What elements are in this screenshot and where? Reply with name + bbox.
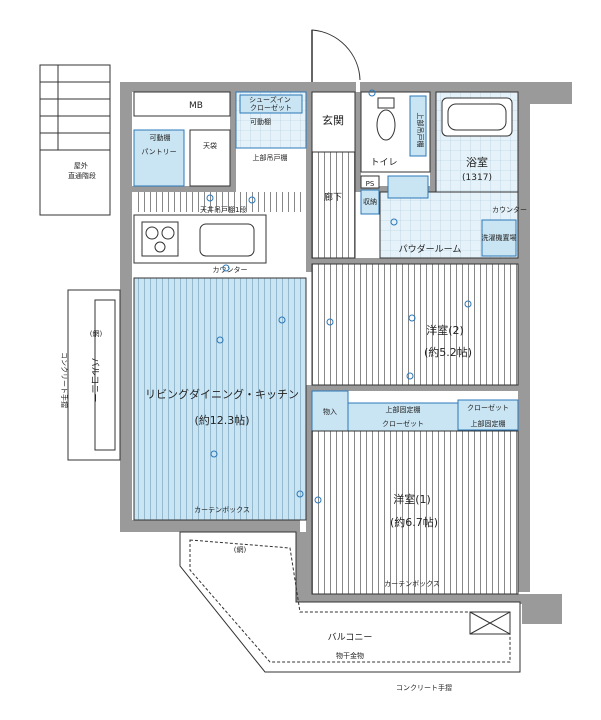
meter-box	[133, 91, 231, 117]
downlight-icon	[206, 89, 472, 504]
svg-text:物入: 物入	[323, 407, 337, 416]
powder-room-label: パウダールーム	[399, 243, 462, 255]
toilet-room: トイレ 上部吊戸棚	[360, 91, 431, 173]
hallway-label: 廊下	[324, 191, 342, 203]
svg-text:収納: 収納	[363, 197, 377, 206]
western1-size: (約6.7帖)	[390, 515, 438, 529]
svg-text:カーテンボックス: カーテンボックス	[194, 506, 250, 514]
svg-text:コンクリート手摺: コンクリート手摺	[60, 352, 69, 408]
mb-label: MB	[189, 101, 203, 111]
svg-text:上部吊戸棚: 上部吊戸棚	[253, 153, 288, 162]
sink-icon	[199, 223, 255, 257]
western2-label: 洋室(2)	[426, 323, 464, 337]
svg-text:天袋: 天袋	[203, 141, 217, 150]
outdoor-stairs: 屋外 直通階段	[39, 64, 111, 216]
svg-text:クローゼット: クローゼット	[382, 419, 424, 428]
svg-text:上部固定棚: 上部固定棚	[386, 405, 421, 414]
western-room-1: 洋室(1) (約6.7帖) カーテンボックス	[311, 430, 519, 595]
exterior-walls	[120, 82, 572, 624]
storage-small	[360, 189, 380, 215]
main-balcony: バルコニー 物干金物 コンクリート手摺 (網)	[179, 531, 521, 692]
outdoor-stairs-label: 屋外 直通階段	[68, 161, 96, 180]
svg-text:可動棚: 可動棚	[250, 117, 271, 126]
kitchen-counter: 天井吊戸棚1段 カウンター	[133, 205, 267, 274]
pantry: パントリー 可動棚	[133, 129, 185, 187]
upper-storage-kitchen: 天袋 上部吊戸棚	[189, 129, 288, 187]
svg-text:PS: PS	[366, 180, 375, 188]
svg-text:上部吊戸棚: 上部吊戸棚	[416, 113, 425, 148]
toilet-label: トイレ	[370, 158, 397, 168]
svg-text:パントリー: パントリー	[141, 148, 176, 156]
living-size: (約12.3帖)	[194, 413, 249, 427]
svg-text:クローゼット: クローゼット	[467, 403, 509, 412]
svg-text:カーテンボックス: カーテンボックス	[384, 580, 440, 588]
living-label: リビングダイニング・キッチン	[145, 387, 299, 401]
living-dining-kitchen: リビングダイニング・キッチン (約12.3帖) カーテンボックス	[133, 192, 307, 521]
svg-text:物干金物: 物干金物	[336, 651, 364, 660]
svg-text:可動棚: 可動棚	[150, 133, 171, 142]
balcony-label: バルコニー	[328, 632, 373, 643]
western1-label: 洋室(1)	[393, 492, 431, 506]
svg-text:カウンター: カウンター	[213, 265, 248, 274]
toilet-icon	[376, 109, 396, 141]
svg-text:カウンター: カウンター	[492, 205, 527, 214]
svg-text:上部固定棚: 上部固定棚	[471, 419, 506, 428]
bath-size: (1317)	[462, 173, 492, 183]
shoes-in-closet: シューズイン クローゼット 可動棚	[235, 91, 307, 149]
svg-text:バルコニー: バルコニー	[89, 358, 100, 403]
western2-size: (約5.2帖)	[424, 345, 472, 359]
closets: 物入 上部固定棚 クローゼット クローゼット 上部固定棚	[311, 390, 519, 432]
bathroom: 浴室 (1317)	[435, 91, 519, 201]
genkan-label: 玄関	[322, 113, 344, 127]
powder-room: パウダールーム 洗濯機置場 カウンター	[379, 175, 527, 259]
washbasin-icon	[387, 175, 429, 199]
pipe-space	[360, 175, 380, 189]
bath-label: 浴室	[466, 155, 488, 169]
western-room-2: 洋室(2) (約5.2帖)	[311, 263, 519, 386]
svg-text:(網): (網)	[234, 545, 247, 554]
svg-text:(網): (網)	[90, 329, 103, 338]
side-balcony: バルコニー コンクリート手摺 (網)	[60, 289, 121, 461]
stove-icon	[141, 221, 179, 257]
hallway	[311, 151, 356, 259]
svg-text:シューズイン クローゼット: シューズイン クローゼット	[249, 95, 293, 112]
svg-text:コンクリート手摺: コンクリート手摺	[396, 683, 452, 692]
entrance: 玄関	[311, 29, 361, 153]
svg-text:洗濯機置場: 洗濯機置場	[482, 233, 517, 242]
door-swing-icon	[311, 29, 361, 82]
